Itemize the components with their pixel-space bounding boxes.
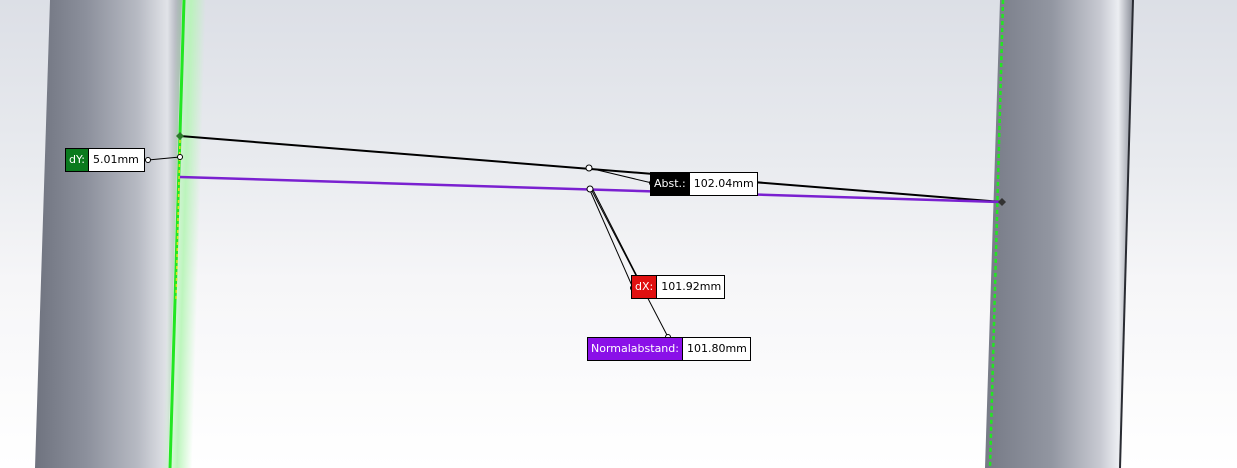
normal-measurement-tag[interactable]: Normalabstand: 101.80mm: [587, 337, 751, 361]
left-edge-highlight[interactable]: [168, 0, 186, 468]
abst-label: Abst.:: [650, 172, 689, 196]
left-endpoint-marker[interactable]: [176, 132, 184, 140]
abst-leader: [588, 167, 653, 184]
abst-anchor[interactable]: [585, 164, 593, 172]
normal-value: 101.80mm: [681, 337, 751, 361]
abst-measurement-tag[interactable]: Abst.: 102.04mm: [650, 172, 758, 196]
dy-leader: [147, 156, 181, 161]
left-edge-dotted: [175, 139, 181, 301]
dx-leader-2: [591, 187, 641, 283]
right-edge-dotted[interactable]: [988, 0, 1005, 468]
normal-leader: [590, 188, 669, 338]
abst-value: 102.04mm: [688, 172, 758, 196]
dx-label: dX:: [631, 275, 657, 299]
dx-value: 101.92mm: [656, 275, 726, 299]
dx-leader-1: [588, 187, 634, 289]
left-tube-body[interactable]: [35, 0, 182, 468]
normal-anchor[interactable]: [586, 185, 594, 193]
dy-label-anchor: [145, 157, 151, 163]
dy-value: 5.01mm: [87, 148, 145, 172]
right-tube-body[interactable]: [985, 0, 1133, 468]
dy-label: dY:: [65, 148, 88, 172]
right-endpoint-marker[interactable]: [998, 198, 1006, 206]
dy-measurement-tag[interactable]: dY: 5.01mm: [65, 148, 145, 172]
dx-measurement-tag[interactable]: dX: 101.92mm: [631, 275, 726, 299]
right-tube-outline: [1119, 0, 1134, 468]
dy-anchor[interactable]: [177, 154, 183, 160]
normal-label: Normalabstand:: [587, 337, 682, 361]
